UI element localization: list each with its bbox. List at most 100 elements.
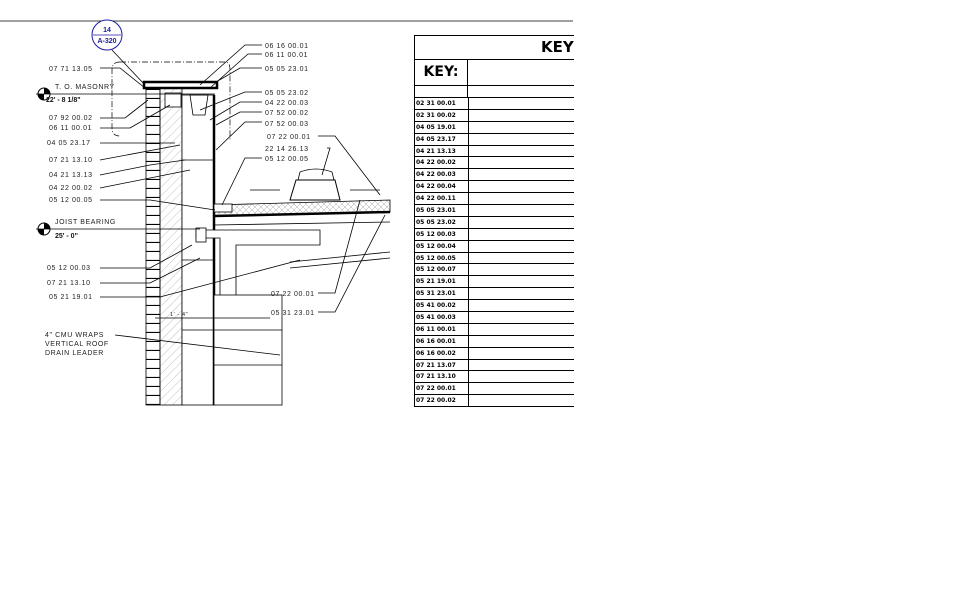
roof-drain [289, 179, 341, 201]
keynote-code: 04 22 00.02 [415, 157, 469, 169]
keynote-code: 06 11 00.01 [415, 323, 469, 335]
keynote-row: 05 05 23.01 [415, 205, 574, 217]
keynote-row: 04 22 00.11 [415, 193, 574, 206]
svg-text:DRAIN LEADER: DRAIN LEADER [45, 350, 104, 357]
keynote-code: 05 05 23.02 [415, 216, 469, 228]
keynote-code: 06 16 00.01 [415, 335, 469, 347]
svg-text:22' - 8 1/8": 22' - 8 1/8" [46, 97, 81, 104]
svg-text:07 71 13.05: 07 71 13.05 [49, 66, 93, 73]
svg-text:05 21 19.01: 05 21 19.01 [49, 294, 93, 301]
keynote-code: 07 21 13.07 [415, 359, 469, 371]
keynote-row: 04 05 23.17 [415, 133, 574, 146]
keynote-code: 04 22 00.03 [415, 169, 469, 181]
svg-text:06 11 00.01: 06 11 00.01 [265, 52, 308, 59]
svg-text:05 05 23.02: 05 05 23.02 [265, 90, 309, 97]
svg-text:07 21 13.10: 07 21 13.10 [49, 157, 93, 164]
keynote-row: 04 22 00.03 [415, 169, 574, 182]
svg-text:07 52 00.03: 07 52 00.03 [265, 121, 309, 128]
keynote-row: 05 41 00.02 [415, 300, 574, 313]
coping [142, 80, 219, 90]
keynote-row: 07 22 00.02 [415, 395, 574, 407]
svg-text:07 22 00.01: 07 22 00.01 [267, 134, 311, 141]
section-number: 14 [103, 27, 111, 34]
keynote-row: 06 16 00.02 [415, 347, 574, 360]
svg-text:04 22 00.02: 04 22 00.02 [49, 185, 93, 192]
left-leader-lines [99, 67, 301, 356]
svg-text:T. O. MASONRY: T. O. MASONRY [55, 84, 115, 91]
keynote-code: 05 12 00.04 [415, 240, 469, 252]
right-leader-lines [155, 44, 386, 319]
keynote-row: 02 31 00.01 [415, 98, 574, 110]
svg-text:05 31 23.01: 05 31 23.01 [271, 310, 315, 317]
keynote-code: 05 12 00.03 [415, 228, 469, 240]
keynote-code: 04 22 00.11 [415, 193, 469, 205]
svg-text:05 12 00.05: 05 12 00.05 [49, 197, 93, 204]
keynote-code: 05 41 00.02 [415, 300, 469, 312]
svg-text:4" CMU WRAPS: 4" CMU WRAPS [45, 332, 104, 339]
keynote-code: 02 31 00.01 [415, 98, 469, 109]
section-sheet: A-320 [97, 38, 116, 45]
keynote-code: 04 05 23.17 [415, 133, 469, 145]
keynote-row: 05 41 00.03 [415, 312, 574, 324]
svg-text:04 05 23.17: 04 05 23.17 [47, 140, 91, 147]
keynote-row: 05 21 19.01 [415, 276, 574, 289]
keynote-code: 07 22 00.02 [415, 395, 469, 407]
svg-text:07 21 13.10: 07 21 13.10 [47, 280, 91, 287]
svg-text:05 12 00.05: 05 12 00.05 [265, 156, 309, 163]
keynote-code: 07 22 00.01 [415, 383, 469, 395]
keynote-table-title: KEY [415, 36, 574, 60]
keynote-code: 05 05 23.01 [415, 205, 469, 216]
svg-text:VERTICAL ROOF: VERTICAL ROOF [45, 341, 109, 348]
svg-text:04 22 00.03: 04 22 00.03 [265, 100, 309, 107]
svg-text:25' - 0": 25' - 0" [55, 233, 78, 240]
left-keynote-labels: 07 71 13.05 07 92 00.02 06 11 00.01 04 0… [45, 66, 109, 357]
keynote-row: 07 21 13.07 [415, 359, 574, 372]
elevation-marker-joist: JOIST BEARING 25' - 0" [36, 219, 200, 240]
masonry-wall [142, 80, 219, 406]
right-keynote-labels: 06 16 00.01 06 11 00.01 05 05 23.01 05 0… [170, 43, 315, 318]
keynote-row: 05 31 23.01 [415, 288, 574, 301]
keynote-code: 05 21 19.01 [415, 276, 469, 288]
svg-text:07 92 00.02: 07 92 00.02 [49, 115, 93, 122]
keynote-row: 05 12 00.03 [415, 228, 574, 241]
section-marker[interactable]: 14 A-320 [91, 19, 123, 51]
keynote-code: 04 21 13.13 [415, 145, 469, 157]
keynote-row: 05 05 23.02 [415, 216, 574, 229]
svg-text:06 11 00.01: 06 11 00.01 [49, 125, 92, 132]
keynote-code: 06 16 00.02 [415, 347, 469, 359]
keynote-row: 02 31 00.02 [415, 109, 574, 122]
svg-text:07 52 00.02: 07 52 00.02 [265, 110, 309, 117]
keynote-row: 04 22 00.04 [415, 181, 574, 194]
keynote-row: 05 12 00.04 [415, 240, 574, 253]
svg-text:07 22 00.01: 07 22 00.01 [271, 291, 315, 298]
blocking [164, 92, 182, 108]
keynote-row: 07 22 00.01 [415, 383, 574, 396]
svg-text:05 12 00.03: 05 12 00.03 [47, 265, 91, 272]
keynote-row: 05 12 00.05 [415, 252, 574, 265]
svg-text:05 05 23.01: 05 05 23.01 [265, 66, 309, 73]
svg-text:22 14 26.13: 22 14 26.13 [265, 146, 309, 153]
keynote-row: 04 21 13.13 [415, 145, 574, 158]
keynote-row: 05 12 00.07 [415, 264, 574, 277]
keynote-row: 04 05 19.01 [415, 121, 574, 134]
dimension-label: 1' - 4" [170, 312, 188, 318]
svg-text:04 21 13.13: 04 21 13.13 [49, 172, 93, 179]
elevation-marker-masonry: T. O. MASONRY 22' - 8 1/8" [36, 84, 215, 104]
keynote-code: 04 05 19.01 [415, 121, 469, 133]
svg-text:06 16 00.01: 06 16 00.01 [265, 43, 309, 50]
keynote-row: 04 22 00.02 [415, 157, 574, 170]
svg-text:JOIST BEARING: JOIST BEARING [55, 219, 116, 226]
keynote-code: 05 12 00.07 [415, 264, 469, 276]
keynote-row: 06 11 00.01 [415, 323, 574, 336]
keynote-row: 06 16 00.01 [415, 335, 574, 348]
keynote-code: 04 22 00.04 [415, 181, 469, 193]
keynote-row: 07 21 13.10 [415, 371, 574, 384]
keynote-code: 05 12 00.05 [415, 252, 469, 264]
roof-assembly [195, 168, 391, 406]
keynote-code: 05 31 23.01 [415, 288, 469, 300]
keynote-code: 05 41 00.03 [415, 312, 469, 323]
key-header: KEY: [415, 60, 468, 85]
